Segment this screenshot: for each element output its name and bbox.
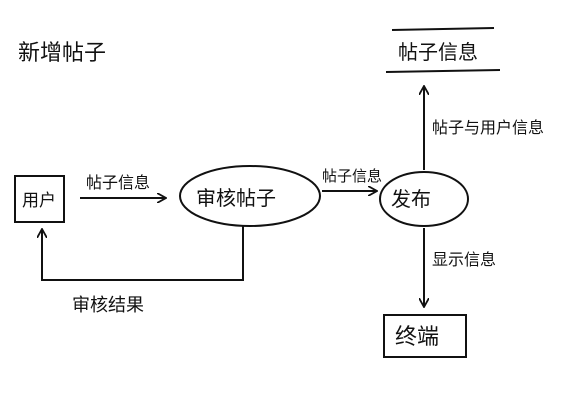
post-store-top-line — [391, 27, 495, 31]
post-store-label: 帖子信息 — [398, 40, 478, 64]
user-box — [14, 175, 65, 223]
terminal-label: 终端 — [395, 325, 439, 350]
flow-review-result — [42, 225, 244, 281]
post-store-bottom-line — [385, 69, 501, 73]
flow-user-to-review-label: 帖子信息 — [86, 173, 150, 192]
review-process — [179, 165, 321, 227]
flow-publish-to-terminal-label: 显示信息 — [432, 250, 496, 269]
flow-review-to-publish-label: 帖子信息 — [322, 167, 382, 185]
diagram-title: 新增帖子 — [18, 41, 106, 66]
terminal-box — [383, 314, 467, 358]
publish-process — [379, 171, 469, 227]
flow-publish-to-store-label: 帖子与用户信息 — [432, 118, 544, 137]
flow-review-result-label: 审核结果 — [72, 295, 144, 316]
publish-label: 发布 — [391, 187, 431, 211]
user-label: 用户 — [22, 191, 56, 211]
review-label: 审核帖子 — [196, 186, 276, 210]
